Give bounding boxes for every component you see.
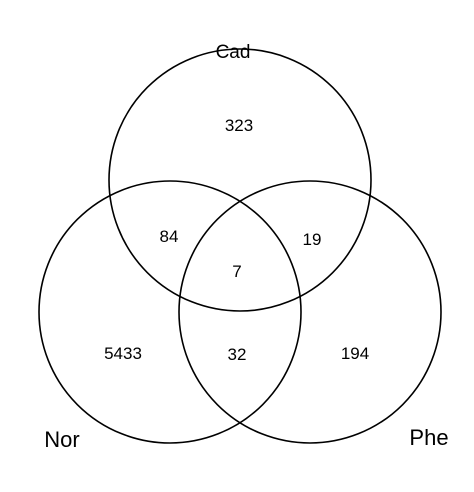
phe-circle <box>178 180 442 444</box>
set-label-nor: Nor <box>44 427 79 452</box>
nor-circle <box>38 180 302 444</box>
region-count-nor-only: 5433 <box>104 344 142 363</box>
set-label-phe: Phe <box>409 425 448 450</box>
region-count-cad-only: 323 <box>225 116 253 135</box>
region-count-phe-only: 194 <box>341 344 369 363</box>
cad-circle <box>108 48 372 312</box>
region-count-cad-nor: 84 <box>160 227 179 246</box>
region-count-all-three: 7 <box>232 262 241 281</box>
region-count-nor-phe: 32 <box>228 345 247 364</box>
set-label-cad: Cad <box>216 42 251 63</box>
region-count-cad-phe: 19 <box>303 230 322 249</box>
